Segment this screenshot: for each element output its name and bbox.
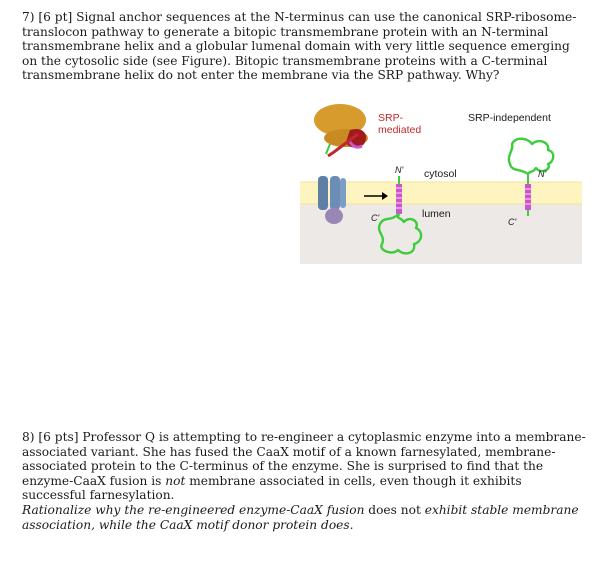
question-text-end: membrane associated in cells, even thoug…	[22, 473, 522, 503]
lumen-region	[300, 202, 582, 264]
figure-drawing	[300, 104, 582, 264]
question-7: 7) [6 pt] Signal anchor sequences at the…	[22, 10, 587, 83]
srp-stalk	[327, 132, 359, 158]
label-c-prime-independent: C'	[508, 217, 517, 227]
question-text: Signal anchor sequences at the N-terminu…	[22, 10, 577, 83]
translocon-left	[318, 176, 328, 210]
nascent-chain-helix	[348, 141, 363, 149]
emphasis-not: not	[165, 473, 186, 488]
question-8: 8) [6 pts] Professor Q is attempting to …	[22, 430, 587, 503]
question-points: [6 pts]	[38, 430, 79, 444]
label-srp-mediated: SRP- mediated	[378, 112, 422, 136]
nascent-chain-green	[325, 143, 331, 155]
question-number: 7)	[22, 10, 35, 24]
ribosome-large-subunit	[314, 104, 366, 136]
tm-helix-srp	[396, 184, 402, 214]
translocon-lumenal-partner	[325, 208, 343, 224]
translocon-right	[330, 176, 340, 210]
label-srp-independent: SRP-independent	[468, 112, 551, 124]
question-number: 8)	[22, 430, 35, 444]
globular-domain-cytosol	[507, 137, 555, 176]
label-n-prime-independent: N'	[538, 169, 547, 179]
label-c-prime-srp: C'	[371, 213, 380, 223]
label-lumen: lumen	[422, 208, 451, 220]
tm-helix-independent	[525, 184, 531, 210]
question-8-prompt: Rationalize why the re-engineered enzyme…	[22, 503, 587, 532]
membrane-topology-figure: SRP- mediated SRP-independent N' cytosol…	[300, 104, 582, 264]
prompt-plain: does not	[368, 503, 421, 517]
question-points: [6 pt]	[38, 10, 73, 24]
globular-domain-lumen	[377, 213, 423, 255]
prompt-italic-2: exhibit stable membrane association, whi…	[22, 503, 579, 532]
prompt-italic-1: Rationalize why the re-engineered enzyme…	[22, 503, 365, 517]
label-n-prime-srp: N'	[395, 165, 404, 175]
membrane-bilayer	[300, 182, 582, 204]
question-text: Professor Q is attempting to re-engineer…	[22, 430, 586, 488]
label-cytosol: cytosol	[424, 168, 457, 180]
translocon-outer	[340, 178, 346, 208]
